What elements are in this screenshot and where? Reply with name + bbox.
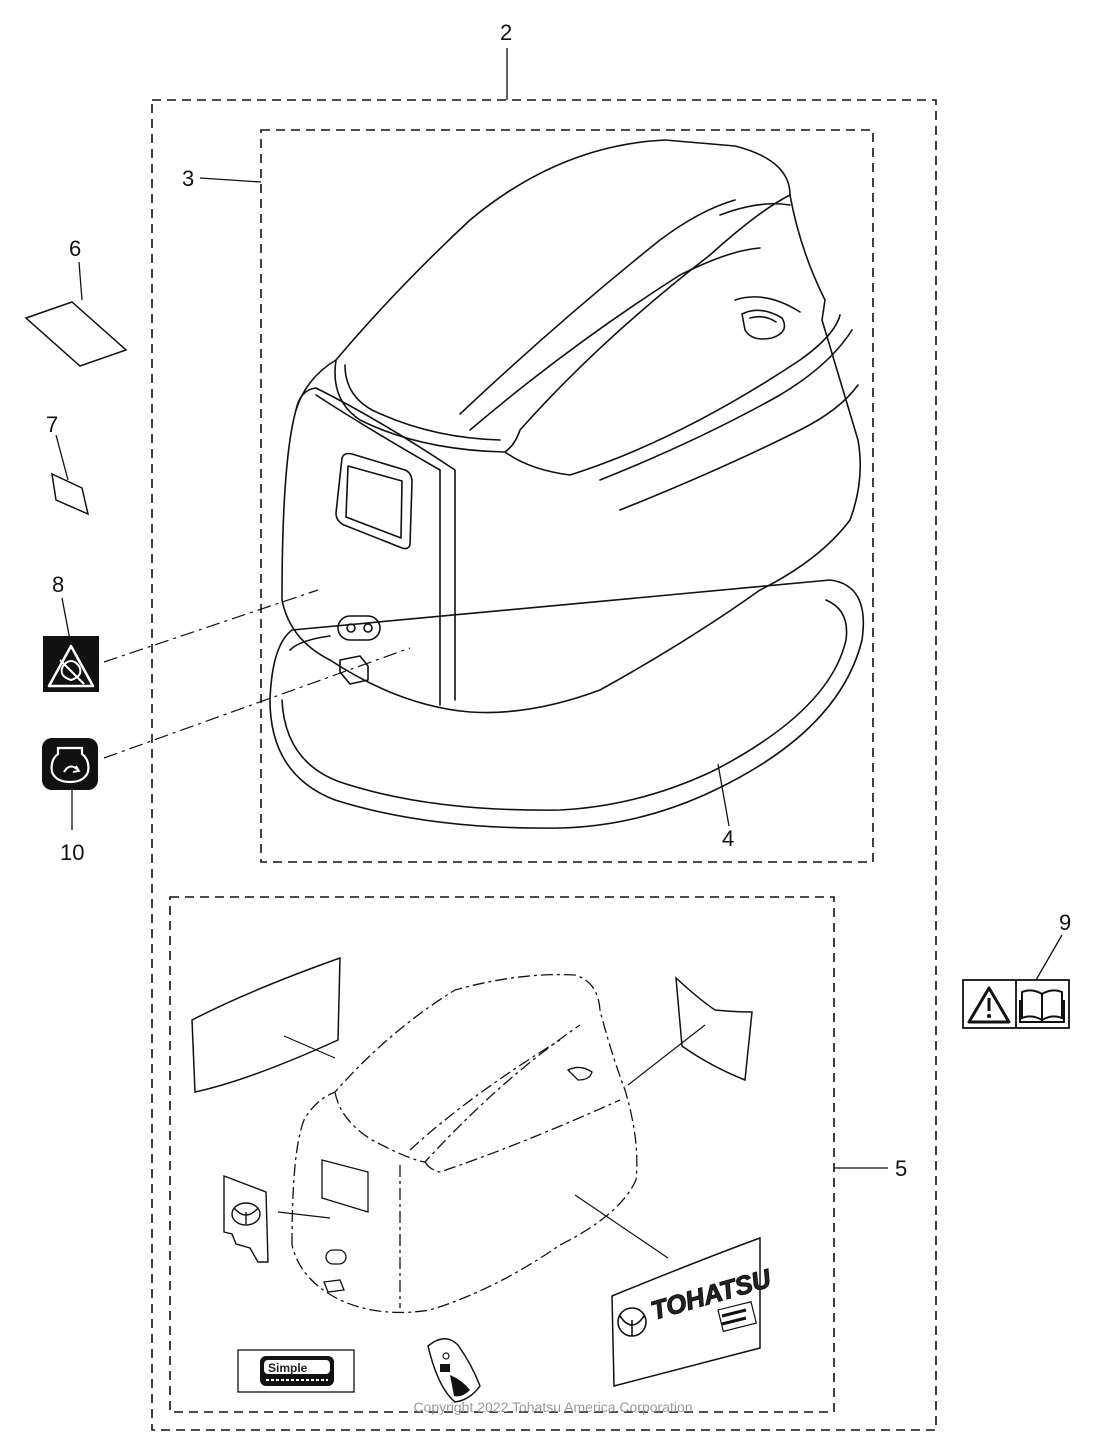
simple-badge-text: Simple <box>268 1361 308 1375</box>
callout-5: 5 <box>895 1156 907 1181</box>
warning-triangle-icon <box>967 986 1011 1024</box>
label-part-7 <box>51 472 90 516</box>
box-assembly-3 <box>260 129 874 863</box>
callout-10: 10 <box>60 840 84 865</box>
decal-cowl-outline <box>291 973 638 1314</box>
shield-decal <box>427 1338 481 1403</box>
decal-pointer-lines <box>277 1024 706 1259</box>
tohatsu-logo-icon <box>231 1202 261 1226</box>
label-part-9 <box>962 979 1070 1029</box>
label-part-6 <box>24 301 128 367</box>
callout-6: 6 <box>69 236 81 261</box>
tohatsu-logo-icon <box>617 1307 647 1337</box>
simple-badge-decal: Simple <box>237 1349 355 1393</box>
manual-book-icon <box>1019 989 1065 1023</box>
callout-3: 3 <box>182 166 194 191</box>
cowl-seal-ring <box>269 579 865 829</box>
callout-8: 8 <box>52 572 64 597</box>
callout-numbers: 2 3 4 5 6 7 8 9 10 <box>46 20 1071 1181</box>
tohatsu-side-decal: TOHATSU <box>611 1236 776 1387</box>
copyright-notice: Copyright 2022 Tohatsu America Corporati… <box>413 1399 692 1415</box>
engine-symbol-icon <box>42 738 98 790</box>
pointer-lines <box>103 589 411 759</box>
side-decal-right <box>675 976 753 1082</box>
flame-warning-icon <box>43 636 99 692</box>
callout-7: 7 <box>46 412 58 437</box>
callout-2: 2 <box>500 20 512 45</box>
top-cowl-drawing <box>269 139 865 829</box>
tohatsu-brand-text: TOHATSU <box>647 1263 775 1326</box>
assembly-boxes <box>151 99 937 1431</box>
decal-cowl-details <box>321 1066 593 1293</box>
cowl-front-window <box>335 452 413 550</box>
callout-9: 9 <box>1059 910 1071 935</box>
box-assembly-2 <box>151 99 937 1431</box>
callout-4: 4 <box>722 826 734 851</box>
side-decal-left <box>191 956 341 1093</box>
box-assembly-5 <box>169 896 835 1413</box>
leader-lines <box>55 48 1063 1169</box>
front-logo-decal <box>223 1174 269 1263</box>
